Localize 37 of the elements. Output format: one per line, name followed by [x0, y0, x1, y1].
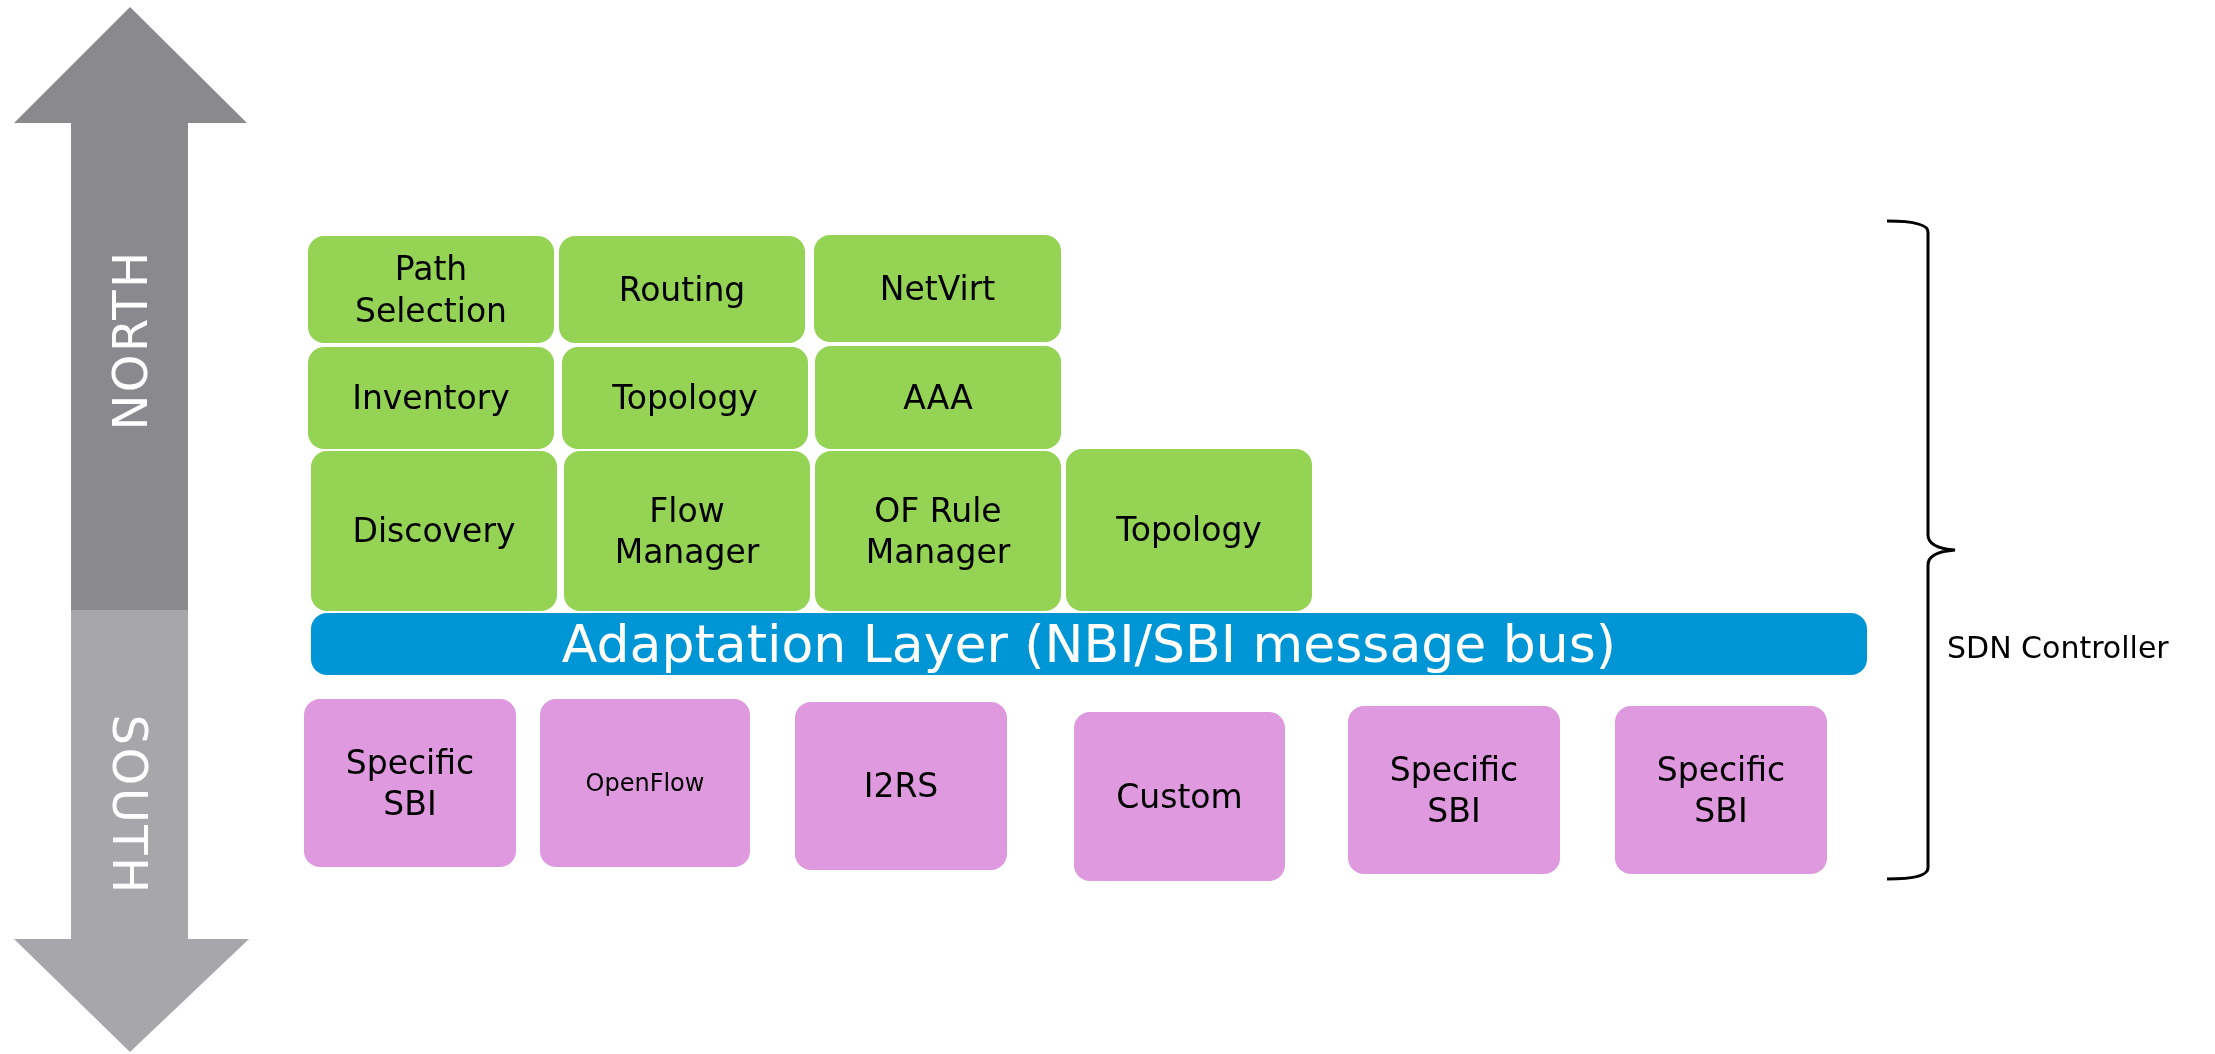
box-label: Topology: [612, 377, 758, 419]
box-label: Specific SBI: [1655, 748, 1787, 832]
box-label: Adaptation Layer (NBI/SBI message bus): [561, 612, 1617, 676]
box-label: Custom: [1116, 775, 1243, 818]
box-label: NetVirt: [879, 267, 996, 310]
box-label: Specific SBI: [344, 741, 476, 825]
box-label: Routing: [618, 268, 746, 311]
module-box: [815, 346, 1061, 449]
module-box: [308, 347, 554, 449]
module-box: [815, 451, 1061, 611]
box-label: I2RS: [863, 765, 939, 807]
brace-label: SDN Controller: [1947, 629, 2169, 667]
module-box: [562, 347, 808, 449]
module-box: [311, 451, 557, 611]
interface-box: [1074, 712, 1285, 881]
interface-box: [540, 699, 750, 867]
module-box: [564, 451, 810, 611]
message-bus-bar: [311, 613, 1867, 675]
interface-box: [304, 699, 516, 867]
box-label: Discovery: [352, 510, 516, 552]
box-label: Topology: [1116, 509, 1262, 551]
direction-label: NORTH: [101, 249, 159, 431]
box-label: Flow Manager: [613, 489, 761, 573]
module-box: [308, 236, 554, 343]
module-box: [814, 235, 1061, 342]
box-label: Inventory: [352, 377, 510, 419]
module-box: [1066, 449, 1312, 611]
box-label: Path Selection: [353, 248, 509, 331]
interface-box: [795, 702, 1007, 870]
direction-label: SOUTH: [101, 714, 159, 896]
box-label: OpenFlow: [585, 768, 705, 798]
box-label: AAA: [903, 376, 973, 419]
module-box: [559, 236, 805, 343]
box-label: Specific SBI: [1388, 748, 1520, 832]
interface-box: [1348, 706, 1560, 874]
interface-box: [1615, 706, 1827, 874]
box-label: OF Rule Manager: [864, 489, 1012, 573]
